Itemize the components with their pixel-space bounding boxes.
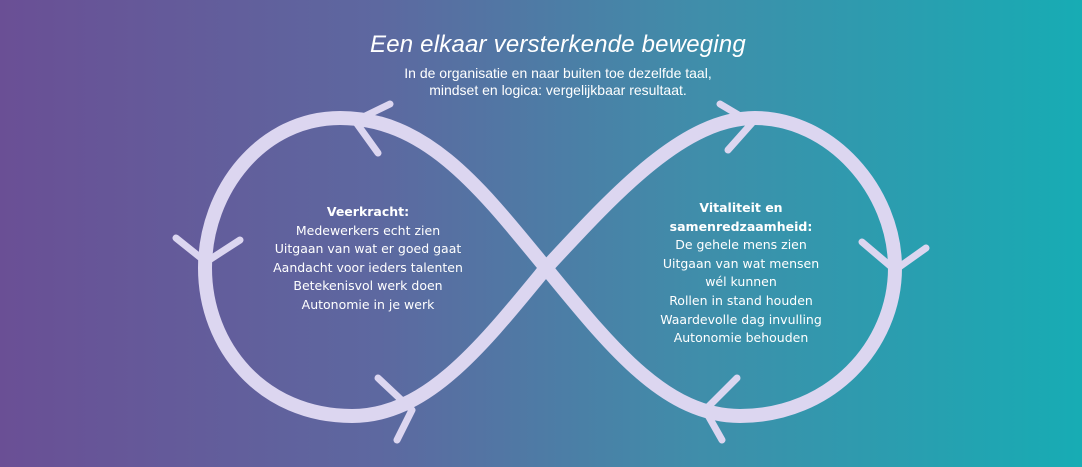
infinity-loop-path	[198, 111, 902, 423]
list-item: wél kunnen	[705, 274, 777, 290]
chevron-arrow-icon	[172, 234, 244, 266]
list-item: Betekenisvol werk doen	[293, 278, 443, 294]
chevron-arrow-icon	[374, 374, 416, 444]
list-item: Autonomie in je werk	[301, 296, 435, 312]
chevron-arrow-icon	[716, 100, 756, 154]
list-item: Uitgaan van wat er goed gaat	[274, 241, 462, 257]
vitality-heading-line-2: samenredzaamheid:	[669, 218, 813, 234]
vitality-text-block: Vitaliteit en samenredzaamheid: De gehel…	[628, 199, 854, 348]
list-item: Uitgaan van wat mensen	[662, 255, 820, 271]
diagram-subtitle: In de organisatie en naar buiten toe dez…	[0, 65, 1082, 99]
chevron-arrow-icon	[701, 374, 741, 444]
list-item: De gehele mens zien	[675, 237, 807, 253]
resilience-heading: Veerkracht:	[326, 204, 410, 219]
chevron-arrow-icon	[351, 100, 394, 157]
subtitle-line-2: mindset en logica: vergelijkbaar resulta…	[429, 82, 687, 98]
diagram-title: Een elkaar versterkende beweging	[370, 31, 746, 58]
subtitle-line-1: In de organisatie en naar buiten toe dez…	[404, 65, 712, 81]
list-item: Autonomie behouden	[673, 330, 809, 346]
list-item: Aandacht voor ieders talenten	[273, 259, 463, 275]
list-item: Rollen in stand houden	[669, 292, 813, 308]
resilience-text-block: Veerkracht: Medewerkers echt zien Uitgaa…	[262, 203, 474, 315]
vitality-heading-line-1: Vitaliteit en	[699, 200, 783, 215]
list-item: Waardevolle dag invulling	[660, 311, 822, 327]
chevron-arrow-icon	[858, 238, 930, 274]
list-item: Medewerkers echt zien	[295, 222, 441, 238]
